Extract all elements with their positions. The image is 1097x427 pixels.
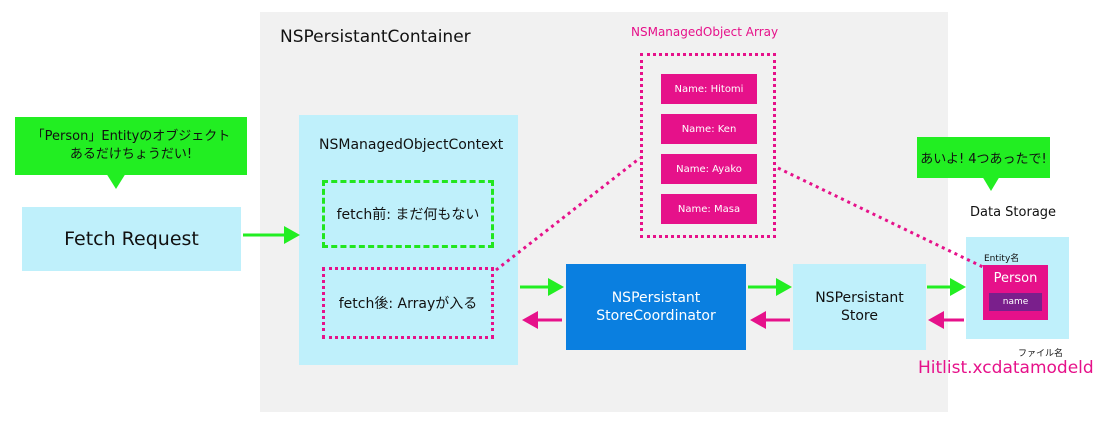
file-name-label: ファイル名 xyxy=(1018,349,1064,359)
request-bubble-tail xyxy=(106,173,126,189)
request-arrows xyxy=(243,226,966,296)
fetch-after-label: fetch後: Arrayが入る xyxy=(338,296,478,312)
response-bubble-text: あいよ! 4つあったで! xyxy=(920,152,1047,167)
managed-object-context xyxy=(299,115,518,365)
managed-object-array xyxy=(640,53,776,238)
model-file-name: Hitlist.xcdatamodeld xyxy=(918,358,1094,378)
arrow-store-to-coordinator-head xyxy=(750,311,766,329)
arrow-storage-to-store-head xyxy=(928,311,944,329)
arrow-fetch-to-context-head xyxy=(284,226,300,244)
coordinator-line1: NSPersistant xyxy=(611,290,701,306)
fetch-after-box: fetch後: Arrayが入る xyxy=(322,267,494,339)
data-storage-title: Data Storage xyxy=(970,205,1057,220)
fetch-request-label: Fetch Request xyxy=(64,228,199,250)
person-entity-label: Person xyxy=(993,271,1038,286)
container-title: NSPersistantContainer xyxy=(280,27,471,47)
array-item: Name: Ken xyxy=(661,114,757,144)
arrow-coordinator-to-store-head xyxy=(776,278,792,296)
fetch-request-box: Fetch Request xyxy=(22,207,241,271)
array-to-storage-dotted-line xyxy=(777,166,986,270)
store-line2: Store xyxy=(840,308,878,324)
request-bubble-line1: 「Person」Entityのオブジェクト xyxy=(31,129,231,144)
response-speech-bubble: あいよ! 4つあったで! xyxy=(917,137,1050,178)
array-title: NSManagedObject Array xyxy=(631,25,779,39)
array-to-context-dotted-line xyxy=(495,156,641,272)
arrow-coordinator-to-context-head xyxy=(522,311,538,329)
request-speech-bubble: 「Person」Entityのオブジェクト あるだけちょうだい! xyxy=(15,117,247,175)
arrow-store-to-storage-head xyxy=(950,278,966,296)
entity-name-label: Entity名 xyxy=(984,254,1020,264)
array-item: Name: Masa xyxy=(661,194,757,224)
request-bubble-line2: あるだけちょうだい! xyxy=(69,147,193,162)
array-item: Name: Hitomi xyxy=(661,74,757,104)
store-coordinator-box: NSPersistant StoreCoordinator xyxy=(566,264,746,350)
coordinator-line2: StoreCoordinator xyxy=(596,308,716,324)
persistent-store-box: NSPersistant Store xyxy=(793,264,926,350)
response-bubble-tail xyxy=(982,176,1000,191)
fetch-before-box: fetch前: まだ何もない xyxy=(322,180,494,248)
response-arrows xyxy=(522,311,964,329)
fetch-before-label: fetch前: まだ何もない xyxy=(336,207,480,223)
name-attribute-box: name xyxy=(989,293,1042,311)
arrow-context-to-coordinator-head xyxy=(548,278,564,296)
context-title: NSManagedObjectContext xyxy=(319,137,504,153)
array-item: Name: Ayako xyxy=(661,154,757,184)
name-attribute-label: name xyxy=(1002,297,1029,307)
store-line1: NSPersistant xyxy=(815,290,904,306)
